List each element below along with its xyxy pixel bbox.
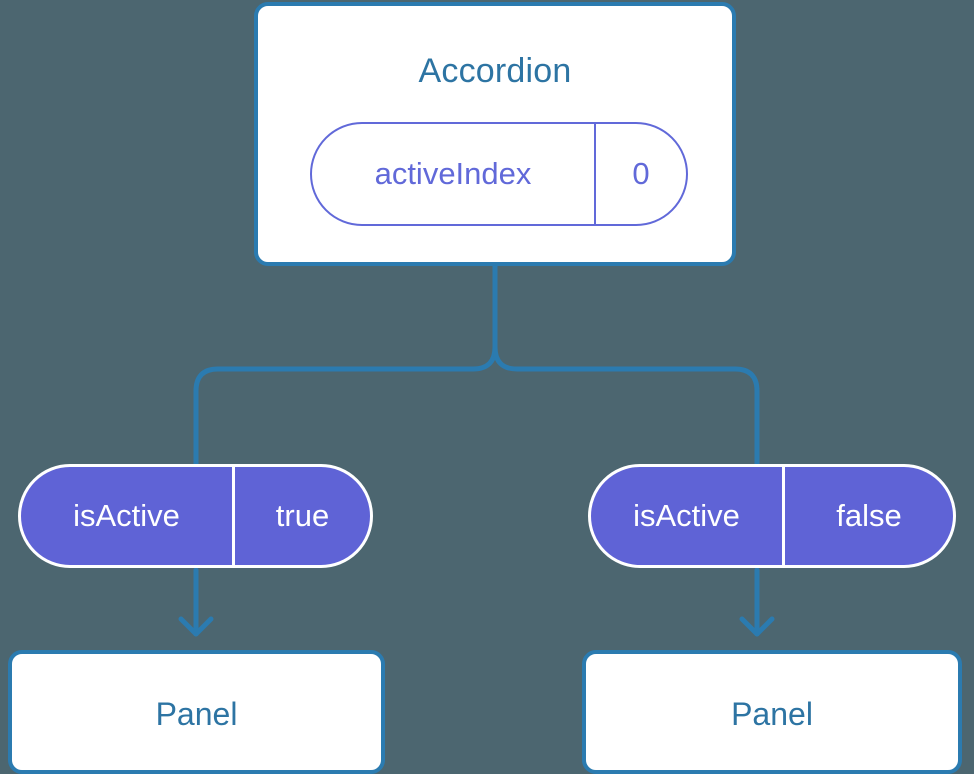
left-panel-title: Panel: [155, 696, 238, 732]
arrow-head-right-icon: [739, 616, 775, 637]
left-prop-pill[interactable]: isActive true: [18, 464, 373, 568]
right-prop-value-label: false: [782, 467, 953, 565]
accordion-node[interactable]: Accordion activeIndex 0: [254, 2, 736, 266]
state-key-label: activeIndex: [374, 156, 532, 191]
accordion-state-pill[interactable]: activeIndex 0: [310, 122, 688, 226]
right-prop-key-label: isActive: [633, 498, 740, 533]
accordion-title: Accordion: [418, 52, 572, 90]
right-prop-pill[interactable]: isActive false: [588, 464, 956, 568]
connector-left-branch: [193, 263, 498, 469]
right-panel-node[interactable]: Panel: [582, 650, 962, 774]
state-value-label: 0: [594, 124, 686, 224]
arrow-head-left-icon: [178, 616, 214, 637]
left-panel-node[interactable]: Panel: [8, 650, 385, 774]
connector-right-branch: [492, 263, 760, 469]
right-panel-title: Panel: [731, 696, 813, 732]
left-prop-value-label: true: [232, 467, 370, 565]
left-prop-key-label: isActive: [73, 498, 180, 533]
